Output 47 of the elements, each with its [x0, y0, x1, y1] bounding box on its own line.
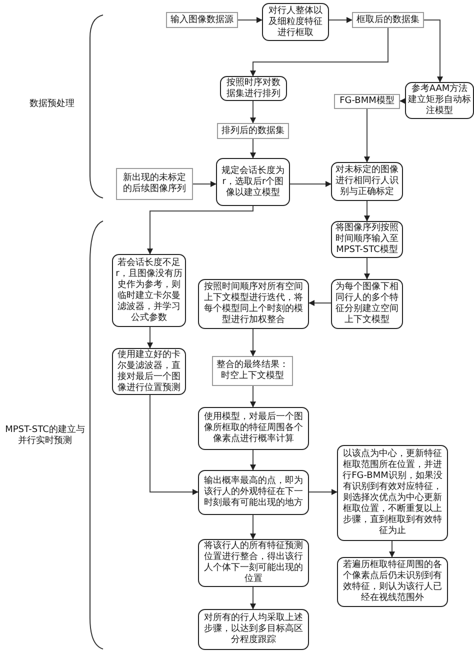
section-label: MPST-STC的建立与并行实时预测 [4, 425, 86, 447]
process-box: 按照时序对数据集进行排列 [220, 76, 287, 101]
data-box: 排列后的数据集 [217, 123, 289, 139]
arrow [364, 108, 370, 162]
process-box: 对所有的行人均采取上述步骤，以达到多目标高区分程度跟踪 [198, 609, 309, 650]
arrow [424, 20, 443, 82]
arrow [364, 200, 370, 222]
data-box: 整合的最终结果：时空上下文模型 [212, 356, 293, 386]
arrow [250, 514, 256, 540]
section-label: 数据预处理 [28, 99, 76, 110]
arrow [308, 300, 332, 306]
arrow [250, 138, 256, 158]
process-box: 将该行人的所有特征预测位置进行整合，得出该行人个体下一刻可能出现的位置 [198, 539, 309, 587]
arrow [250, 28, 388, 76]
process-box: 若遍历框取特征周围的各个像素点后仍未识别到有效特征，则认为该行人已经在视线范围外 [337, 557, 448, 607]
arrow [250, 450, 256, 470]
process-box: 以该点为中心，更新特征框取范围所在位置，并进行FG-BMM识别，如果没有识别到有效对应特征，则选择次优点为中心更新框取位置，不断重复以上步骤，直到框取到有效特征为止 [337, 445, 448, 541]
process-box: 参考AAM方法建立矩形自动标注模型 [405, 82, 474, 119]
arrow [364, 258, 370, 280]
process-box: 输出概率最高的点，即为该行人的外观特征在下一时刻最有可能出现的地方 [198, 470, 309, 515]
process-box: 按照时间顺序对所有空间上下文模型进行迭代，将每个模型同上个时刻的模型进行加权整合 [198, 279, 309, 329]
process-box: 将图像序列按照时间顺序输入至MPST-STC模型 [331, 221, 403, 258]
arrow [150, 394, 198, 495]
arrow [290, 181, 332, 187]
data-box: 输入图像数据源 [166, 12, 238, 28]
arrow [250, 586, 256, 610]
arrow [250, 386, 256, 408]
process-box: 规定会话长度为r，选取后r个图像以建立模型 [216, 158, 290, 206]
arrow [400, 98, 406, 104]
arrow [147, 326, 153, 348]
process-box: 为每个图像下相同行人的多个特征分别建立空间上下文模型 [331, 279, 403, 329]
arrow [192, 181, 216, 187]
arrow [238, 17, 262, 23]
arrow [308, 489, 338, 495]
arrow [250, 100, 256, 124]
arrow [389, 540, 395, 558]
process-box: 使用建立好的卡尔曼滤波器，直接对最后一个图像进行位置预测 [112, 348, 186, 395]
arrow [147, 206, 254, 254]
data-box: 框取后的数据集 [352, 12, 424, 28]
process-box: 对行人整体以及细粒度特征进行框取 [262, 3, 329, 41]
process-box: 若会话长度不足r，且图像没有历史作为参考，则临时建立卡尔曼滤波器，并学习公式参数 [112, 254, 186, 327]
arrow [250, 328, 256, 356]
data-box: 新出现的未标定的后续图像序列 [116, 168, 193, 200]
data-box: FG-BMM模型 [334, 94, 400, 109]
process-box: 使用模型，对最后一个图像所框取的特征周围各个像素点进行概率计算 [198, 407, 309, 450]
arrow [328, 17, 352, 23]
process-box: 对未标定的图像进行相同行人识别与正确标定 [331, 162, 403, 201]
